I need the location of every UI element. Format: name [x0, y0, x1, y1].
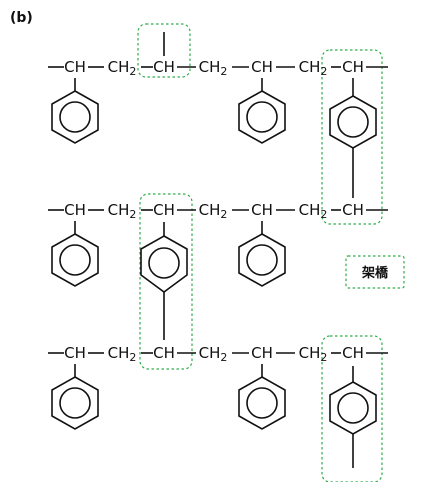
chain-2-unit-2: CH2 [108, 201, 137, 221]
crosslink-legend-box [345, 255, 405, 289]
chain-3-unit-4: CH2 [199, 344, 228, 364]
chain-3-unit-3: CH [153, 344, 175, 362]
chain-1-unit-1: CH [64, 58, 86, 76]
chain-2-unit-3: CH [153, 201, 175, 219]
panel-label: (b) [10, 10, 33, 26]
chain-2-unit-7: CH [342, 201, 364, 219]
benzene-ring-icon [51, 364, 99, 430]
chain-2-unit-5: CH [251, 201, 273, 219]
chain-1-unit-3: CH [153, 58, 175, 76]
benzene-ring-icon [238, 364, 286, 430]
crosslink-legend: 架橋 [345, 255, 405, 289]
crosslink-box-lower-right [321, 335, 383, 482]
chain-1-unit-6: CH2 [299, 58, 328, 78]
crosslink-bonds [163, 32, 354, 468]
polymer-chain-1: CH CH2 CH CH2 CH CH2 CH [48, 58, 388, 78]
crosslink-legend-label: 架橋 [361, 265, 389, 281]
benzene-ring-icon [238, 221, 286, 287]
benzene-ring-icon [238, 78, 286, 144]
benzene-ring-icon [329, 95, 377, 149]
chain-1-unit-5: CH [251, 58, 273, 76]
chain-3-unit-2: CH2 [108, 344, 137, 364]
chain-1-unit-4: CH2 [199, 58, 228, 78]
chain-3-unit-6: CH2 [299, 344, 328, 364]
benzene-ring-icon [140, 235, 188, 293]
benzene-ring-icon [329, 381, 377, 435]
crosslink-box-top [137, 23, 191, 78]
benzene-ring-icon [51, 221, 99, 287]
chain-3-unit-7: CH [342, 344, 364, 362]
chain-1-unit-2: CH2 [108, 58, 137, 78]
chain-2-unit-4: CH2 [199, 201, 228, 221]
benzene-ring-icon [51, 78, 99, 144]
chain-3-unit-5: CH [251, 344, 273, 362]
polymer-chain-2: CH CH2 CH CH2 CH CH2 CH [48, 201, 388, 221]
chain-1-unit-7: CH [342, 58, 364, 76]
chain-3-unit-1: CH [64, 344, 86, 362]
crosslink-box-upper-right [321, 49, 383, 225]
chain-2-unit-1: CH [64, 201, 86, 219]
polymer-chain-3: CH CH2 CH CH2 CH CH2 CH [48, 344, 388, 364]
chain-2-unit-6: CH2 [299, 201, 328, 221]
crosslink-boxes [137, 23, 383, 482]
benzene-rings [51, 78, 377, 435]
